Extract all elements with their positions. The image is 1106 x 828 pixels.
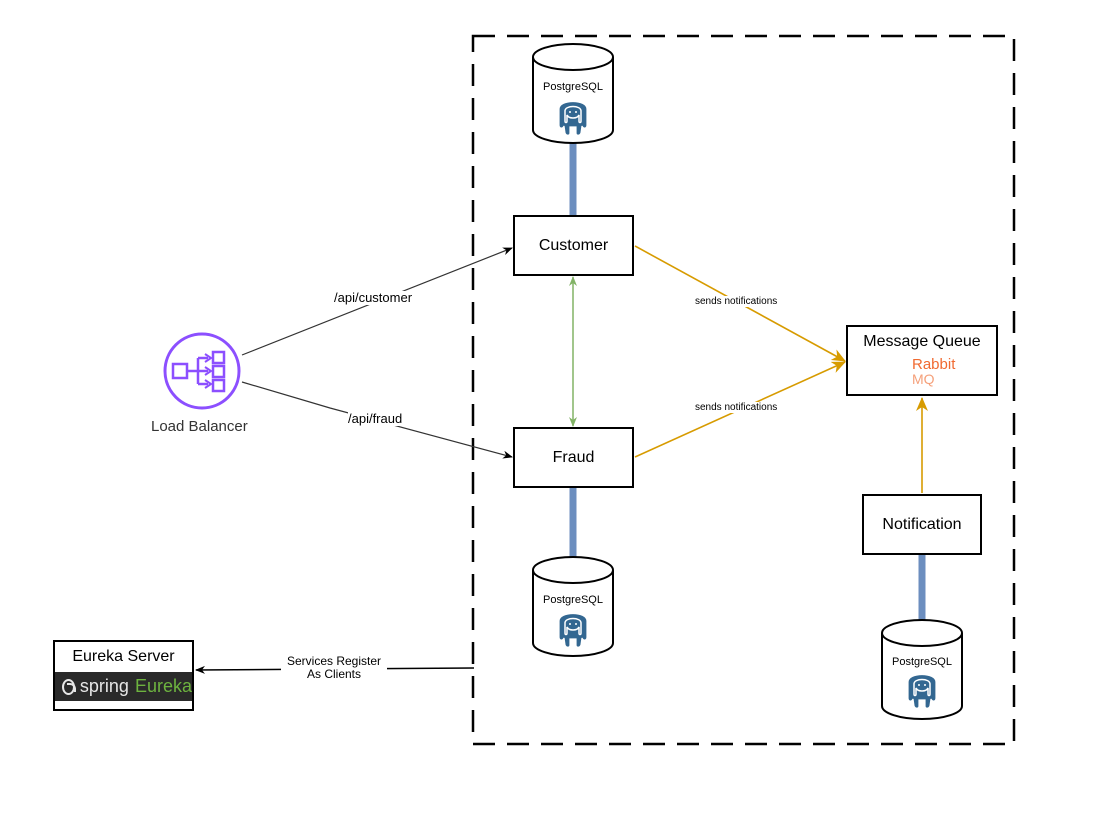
fraud-db-label: PostgreSQL	[543, 594, 603, 606]
edge-label-register: Services Register As Clients	[281, 654, 387, 682]
fraud-service-box[interactable]: Fraud	[513, 427, 634, 488]
notification-service-label: Notification	[882, 515, 962, 533]
notification-service-box[interactable]: Notification	[862, 494, 982, 555]
edge-label-api-fraud: /api/fraud	[348, 411, 403, 427]
load-balancer-icon	[163, 332, 241, 410]
rabbitmq-logo-text: Rabbit MQ	[912, 356, 956, 387]
eureka-logo-text: Eureka	[134, 676, 192, 696]
eureka-server-title: Eureka Server	[72, 648, 175, 665]
notification-db-cylinder	[881, 619, 963, 720]
lb-to-fraud-arrow	[241, 381, 513, 459]
spring-logo-text: spring	[79, 676, 129, 696]
eureka-server-box[interactable]: Eureka Server spring Eureka	[53, 640, 194, 711]
services-boundary	[471, 34, 1016, 746]
edge-label-register-line2: As Clients	[306, 667, 362, 682]
load-balancer-label: Load Balancer	[151, 418, 248, 435]
edge-label-api-customer: /api/customer	[334, 290, 413, 306]
message-queue-title: Message Queue	[863, 333, 981, 350]
notification-db-label: PostgreSQL	[892, 656, 952, 668]
fraud-db-cylinder	[532, 556, 614, 657]
customer-service-box[interactable]: Customer	[513, 215, 634, 276]
customer-db-label: PostgreSQL	[543, 81, 603, 93]
rabbitmq-logo-text-mq: MQ	[912, 371, 935, 387]
customer-service-label: Customer	[538, 236, 609, 254]
fraud-service-label: Fraud	[552, 448, 595, 466]
edge-label-customer-notifications: sends notifications	[695, 296, 778, 307]
spring-eureka-logo: spring Eureka	[55, 672, 192, 701]
message-queue-box[interactable]: Message Queue Rabbit MQ	[846, 325, 998, 396]
customer-db-cylinder	[532, 43, 614, 144]
rabbitmq-logo-text-rabbit: Rabbit	[912, 356, 956, 373]
edge-label-fraud-notifications: sends notifications	[695, 402, 778, 413]
edge-label-register-line1: Services Register	[286, 654, 382, 668]
spring-leaf-icon	[62, 678, 76, 695]
